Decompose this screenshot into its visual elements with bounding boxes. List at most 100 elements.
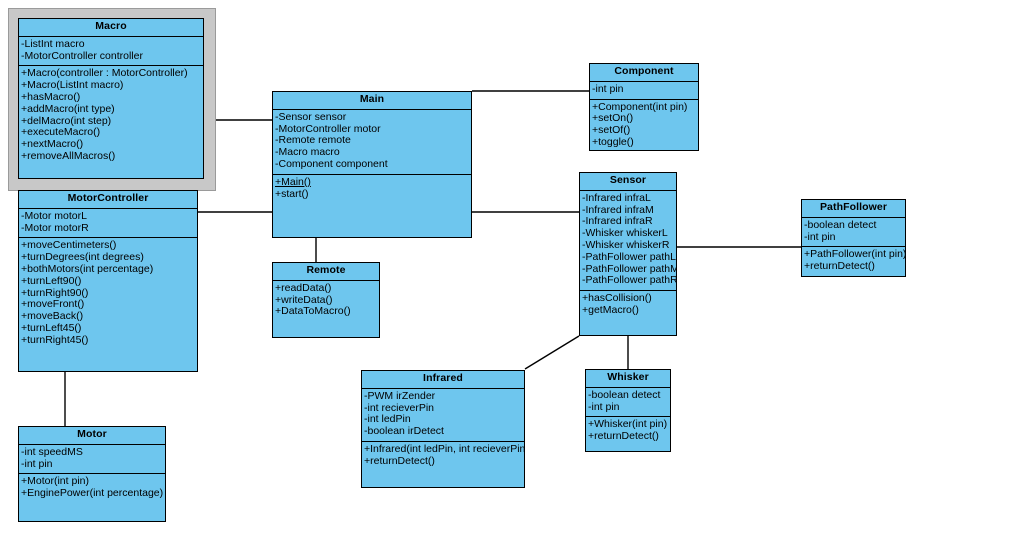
operation: +start() [275,187,309,200]
operation: +moveCentimeters() [21,239,117,252]
operation: +turnLeft45() [21,321,82,334]
operation: +executeMacro() [21,126,101,139]
operation: +Main() [275,175,311,188]
class-name-macro: Macro [19,19,203,37]
class-name-sensor: Sensor [580,173,676,191]
class-name-component: Component [590,64,698,82]
class-box-motor[interactable]: Motor-int speedMS-int pin+Motor(int pin)… [18,426,166,522]
operation: +writeData() [275,293,333,306]
attribute: -Remote remote [275,134,351,147]
operation: +turnLeft90() [21,274,82,287]
operation: +Motor(int pin) [21,475,89,488]
attribute: -PathFollower pathL [582,250,676,263]
operation: +returnDetect() [364,454,435,467]
class-box-sensor[interactable]: Sensor-Infrared infraL-Infrared infraM-I… [579,172,677,336]
attributes-compartment-whisker: -boolean detect-int pin [586,388,670,417]
operations-compartment-sensor: +hasCollision()+getMacro() [580,290,676,335]
operation: +moveBack() [21,310,84,323]
operation: +readData() [275,281,332,294]
class-box-component[interactable]: Component-int pin +Component(int pin)+set… [589,63,699,151]
operations-compartment-pathfollower: +PathFollower(int pin)+returnDetect() [802,246,905,276]
operations-compartment-infrared: +Infrared(int ledPin, int recieverPin)+r… [362,440,525,487]
operations-compartment-motor: +Motor(int pin)+EnginePower(int percenta… [19,473,165,521]
class-box-main[interactable]: Main-Sensor sensor-MotorController motor… [272,91,472,238]
class-name-remote: Remote [273,263,379,281]
operation: +returnDetect() [588,430,659,443]
attribute: -int speedMS [21,445,83,458]
attribute: -Infrared infraR [582,215,653,228]
operation: +Whisker(int pin) [588,418,668,431]
operation: +DataToMacro() [275,305,351,318]
class-name-infrared: Infrared [362,371,524,389]
operation: +nextMacro() [21,138,84,151]
class-name-pathfollower: PathFollower [802,200,905,218]
attribute: -MotorController controller [21,49,143,62]
operation: +turnRight45() [21,333,89,346]
attribute: -Motor motorL [21,209,87,222]
class-name-whisker: Whisker [586,370,670,388]
attribute: -PathFollower pathM [582,262,677,275]
attribute: -int pin [21,457,53,470]
attributes-compartment-sensor: -Infrared infraL-Infrared infraM-Infrare… [580,191,676,290]
attribute: -ListInt macro [21,37,85,50]
class-box-motorcontroller[interactable]: MotorController-Motor motorL-Motor motor… [18,190,198,372]
class-box-infrared[interactable]: Infrared-PWM irZender-int recieverPin-in… [361,370,525,488]
class-name-motor: Motor [19,427,165,445]
class-name-motorcontroller: MotorController [19,191,197,209]
operations-compartment-whisker: +Whisker(int pin)+returnDetect() [586,416,670,451]
class-body-macro: -ListInt macro-MotorController controlle… [19,37,203,178]
class-body-infrared: -PWM irZender-int recieverPin-int ledPin… [362,389,525,487]
operations-compartment-component: +Component(int pin)+setOn()+setOf()+togg… [590,98,698,150]
operation: +Infrared(int ledPin, int recieverPin) [364,442,525,455]
attribute: -boolean irDetect [364,425,444,438]
attribute: -Whisker whiskerR [582,238,670,251]
attribute: -Motor motorR [21,221,89,234]
operation: +EnginePower(int percentage) [21,487,164,500]
class-box-remote[interactable]: Remote+readData()+writeData()+DataToMacr… [272,262,380,338]
attributes-compartment-main: -Sensor sensor-MotorController motor-Rem… [273,110,471,174]
attributes-compartment-motorcontroller: -Motor motorL-Motor motorR [19,209,197,238]
attribute: -int recieverPin [364,401,435,414]
class-box-macro[interactable]: Macro-ListInt macro-MotorController cont… [18,18,204,179]
attribute: -Infrared infraM [582,203,654,216]
operations-compartment-motorcontroller: +moveCentimeters()+turnDegrees(int degre… [19,237,197,371]
class-box-whisker[interactable]: Whisker-boolean detect-int pin+Whisker(i… [585,369,671,452]
attribute: -int pin [804,230,836,243]
operation: +turnRight90() [21,286,89,299]
attribute: -int pin [592,82,624,95]
operation: +hasMacro() [21,90,81,103]
attribute: -Whisker whiskerL [582,227,668,240]
attribute: -int pin [588,400,620,413]
class-body-remote: +readData()+writeData()+DataToMacro() [273,281,379,337]
attribute: -Macro macro [275,146,340,159]
operation: +moveFront() [21,298,85,311]
operation: +removeAllMacros() [21,149,116,162]
class-box-pathfollower[interactable]: PathFollower-boolean detect-int pin+Path… [801,199,906,277]
operation: +PathFollower(int pin) [804,248,906,261]
operation: +setOf() [592,124,631,137]
operation: +addMacro(int type) [21,102,115,115]
attributes-compartment-pathfollower: -boolean detect-int pin [802,218,905,247]
attribute: -Sensor sensor [275,110,347,123]
operation: +turnDegrees(int degrees) [21,251,144,264]
operation: +Macro(ListInt macro) [21,79,124,92]
class-name-main: Main [273,92,471,110]
class-body-main: -Sensor sensor-MotorController motor-Rem… [273,110,471,237]
class-body-component: -int pin +Component(int pin)+setOn()+setO… [590,82,698,150]
operation: +delMacro(int step) [21,114,112,127]
operation: +bothMotors(int percentage) [21,262,154,275]
edge-sensor-infrared[interactable] [524,335,580,370]
class-body-sensor: -Infrared infraL-Infrared infraM-Infrare… [580,191,676,335]
attribute: -boolean detect [588,388,661,401]
attribute: -Infrared infraL [582,191,651,204]
operations-compartment-remote: +readData()+writeData()+DataToMacro() [273,281,379,337]
attribute: -PWM irZender [364,389,436,402]
operation: +setOn() [592,112,634,125]
class-body-whisker: -boolean detect-int pin+Whisker(int pin)… [586,388,670,451]
attributes-compartment-motor: -int speedMS-int pin [19,445,165,474]
attribute: -Component component [275,157,388,170]
class-body-motor: -int speedMS-int pin+Motor(int pin)+Engi… [19,445,165,521]
attribute: -int ledPin [364,413,411,426]
attributes-compartment-infrared: -PWM irZender-int recieverPin-int ledPin… [362,389,524,441]
